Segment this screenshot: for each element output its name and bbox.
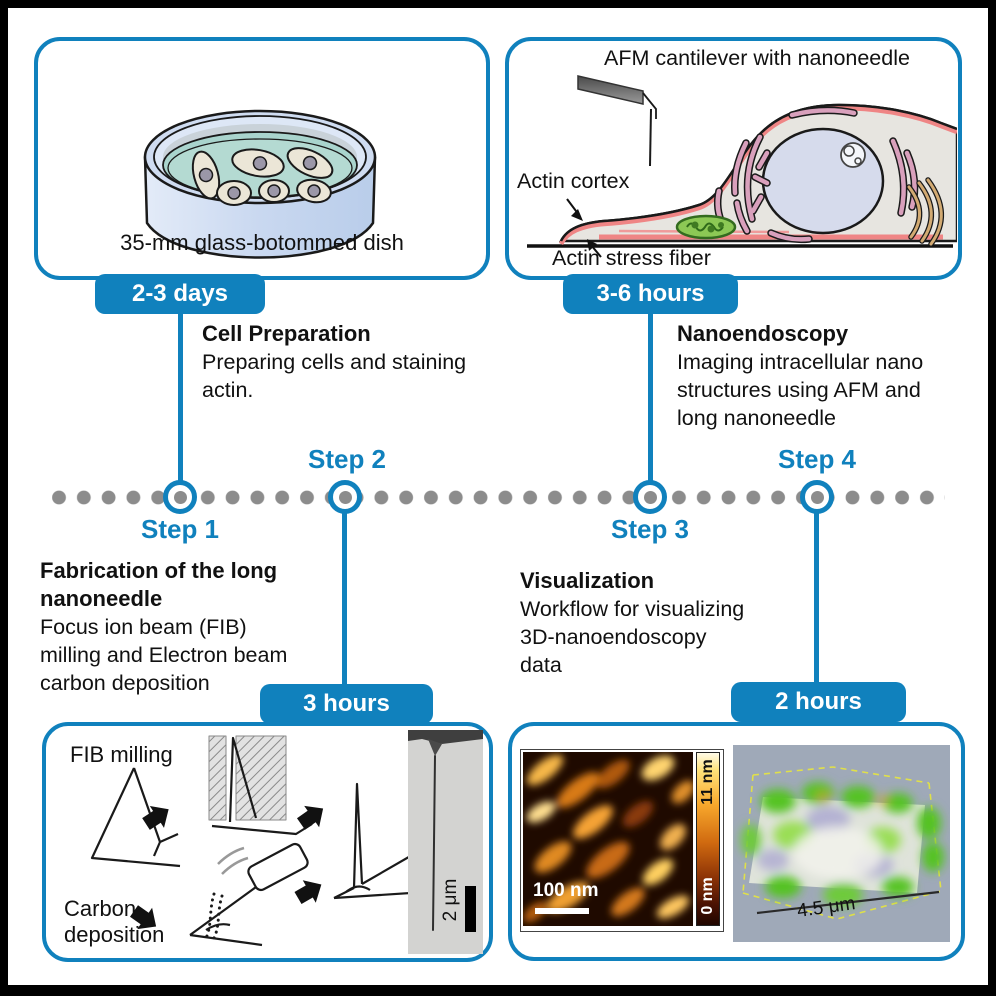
petri-dish-illustration [143,109,377,259]
panel-cell-preparation [34,37,490,280]
actin-stress-fiber-label: Actin stress fiber [552,246,711,270]
step1-title: Cell Preparation [202,321,371,346]
nucleus-icon [761,127,885,235]
afm-topography-block: 100 nm 11 nm 0 nm [520,749,724,932]
step4-label: Step 4 [777,444,857,474]
step4-text-block: Visualization Workflow for visualizing 3… [520,567,780,679]
cell-cross-section-illustration [527,75,957,258]
afm-topography-image: 100 nm [523,752,693,926]
golgi-icon [906,177,945,247]
colorbar-min-label: 0 nm [699,877,716,915]
sem-scale-label: 2 μm [440,878,461,922]
connector-step2 [342,508,347,688]
connector-step3 [648,310,653,486]
afm-scale-label: 100 nm [533,880,599,901]
step4-description: Workflow for visualizing 3D-nanoendoscop… [520,597,745,677]
afm-scale-bar [535,908,589,914]
timeline-dotted-line [52,490,945,505]
step2-title: Fabrication of the long nanoneedle [40,558,278,611]
timeline-node-step3 [633,480,667,514]
step3-description: Imaging intracellular nano structures us… [677,350,924,430]
afm-cantilever-icon [577,75,644,105]
panel-nanoendoscopy [505,37,962,280]
colorbar-max-label: 11 nm [699,759,716,805]
step2-text-block: Fabrication of the long nanoneedle Focus… [40,557,330,697]
connector-step4 [814,508,819,686]
timeline-node-step2 [328,480,362,514]
duration-badge-step3: 3-6 hours [563,274,738,314]
step1-text-block: Cell Preparation Preparing cells and sta… [202,320,512,404]
actin-cortex-label: Actin cortex [517,169,630,193]
fib-milling-illustration [90,735,427,947]
3d-nanoendoscopy-render: 4.5 μm [733,745,950,942]
endoplasmic-reticulum-icon [713,106,919,244]
petri-dish-caption: 35-mm glass-botommed dish [120,230,404,255]
step2-description: Focus ion beam (FIB) milling and Electro… [40,615,288,695]
step3-title: Nanoendoscopy [677,321,849,346]
step1-description: Preparing cells and staining actin. [202,350,467,402]
height-colorbar: 11 nm 0 nm [696,752,720,926]
timeline-node-step1 [163,480,197,514]
timeline-node-step4 [800,480,834,514]
mitochondrion-icon [675,214,737,240]
duration-badge-step1: 2-3 days [95,274,265,314]
carbon-deposition-label: Carbon deposition [64,896,165,947]
duration-badge-step2: 3 hours [260,684,433,724]
step2-label: Step 2 [307,444,387,474]
sem-needle-image: 2 μm [408,730,483,954]
step3-label: Step 3 [610,514,690,544]
connector-step1 [178,310,183,486]
step1-label: Step 1 [140,514,220,544]
fib-milling-label: FIB milling [70,742,173,767]
step4-title: Visualization [520,568,655,593]
cantilever-title: AFM cantilever with nanoneedle [604,46,910,70]
step3-text-block: Nanoendoscopy Imaging intracellular nano… [677,320,977,432]
sem-scale-bar [465,886,476,932]
duration-badge-step4: 2 hours [731,682,906,722]
